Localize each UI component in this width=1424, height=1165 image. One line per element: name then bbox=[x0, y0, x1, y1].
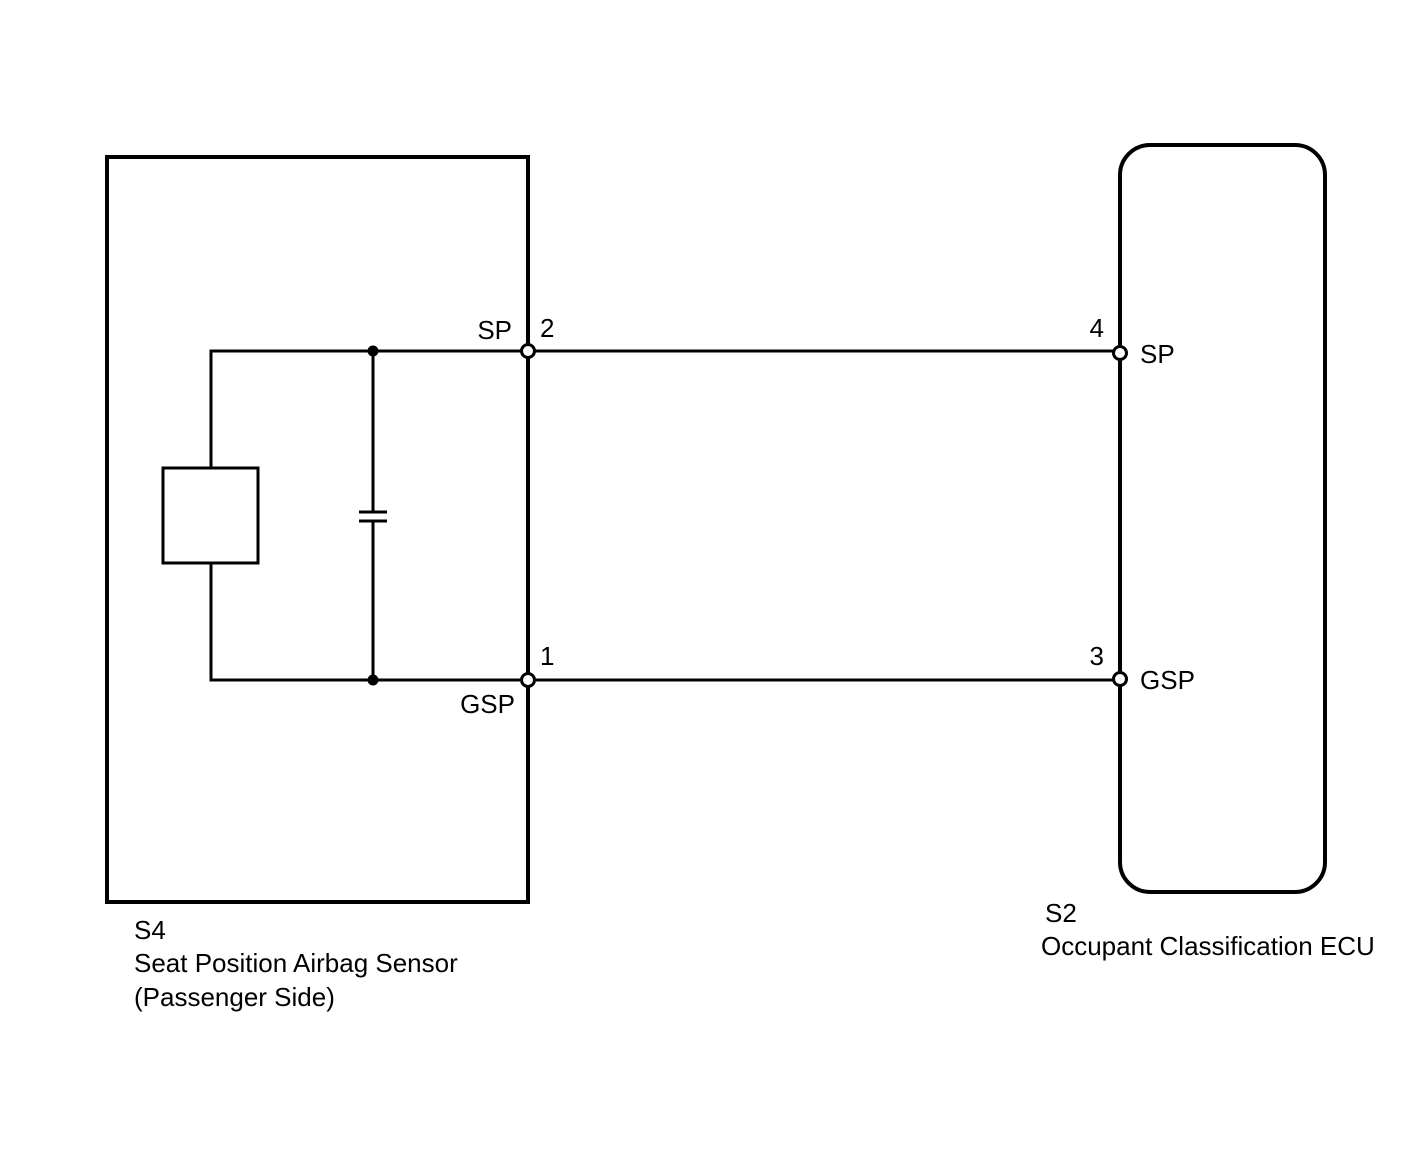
ecu-name: Occupant Classification ECU bbox=[1041, 931, 1375, 961]
sensor-code: S4 bbox=[134, 915, 166, 945]
s4-pin-sp-label: SP bbox=[477, 315, 512, 345]
sensor-name: Seat Position Airbag Sensor bbox=[134, 948, 458, 978]
sensor-element bbox=[161, 466, 260, 565]
sensor-element-top-lead bbox=[209, 349, 528, 468]
sensor-element-bottom-lead bbox=[209, 563, 528, 682]
junction-dot-top bbox=[367, 345, 379, 357]
sensor-box bbox=[105, 155, 530, 904]
s2-pin-gsp-label: GSP bbox=[1140, 665, 1195, 695]
terminal-s4-2 bbox=[520, 343, 536, 359]
s4-pin-sp-number: 2 bbox=[540, 313, 554, 343]
terminal-s4-1 bbox=[520, 672, 536, 688]
s4-pin-gsp-number: 1 bbox=[540, 641, 554, 671]
junction-dot-bottom bbox=[367, 674, 379, 686]
ecu-code: S2 bbox=[1045, 898, 1077, 928]
sensor-subtitle: (Passenger Side) bbox=[134, 982, 335, 1012]
s2-pin-gsp-number: 3 bbox=[1090, 641, 1104, 671]
terminal-s2-4 bbox=[1112, 345, 1128, 361]
s2-pin-sp-label: SP bbox=[1140, 339, 1175, 369]
s4-pin-gsp-label: GSP bbox=[460, 689, 515, 719]
ecu-box bbox=[1118, 143, 1327, 894]
s2-pin-sp-number: 4 bbox=[1090, 313, 1104, 343]
terminal-s2-3 bbox=[1112, 671, 1128, 687]
